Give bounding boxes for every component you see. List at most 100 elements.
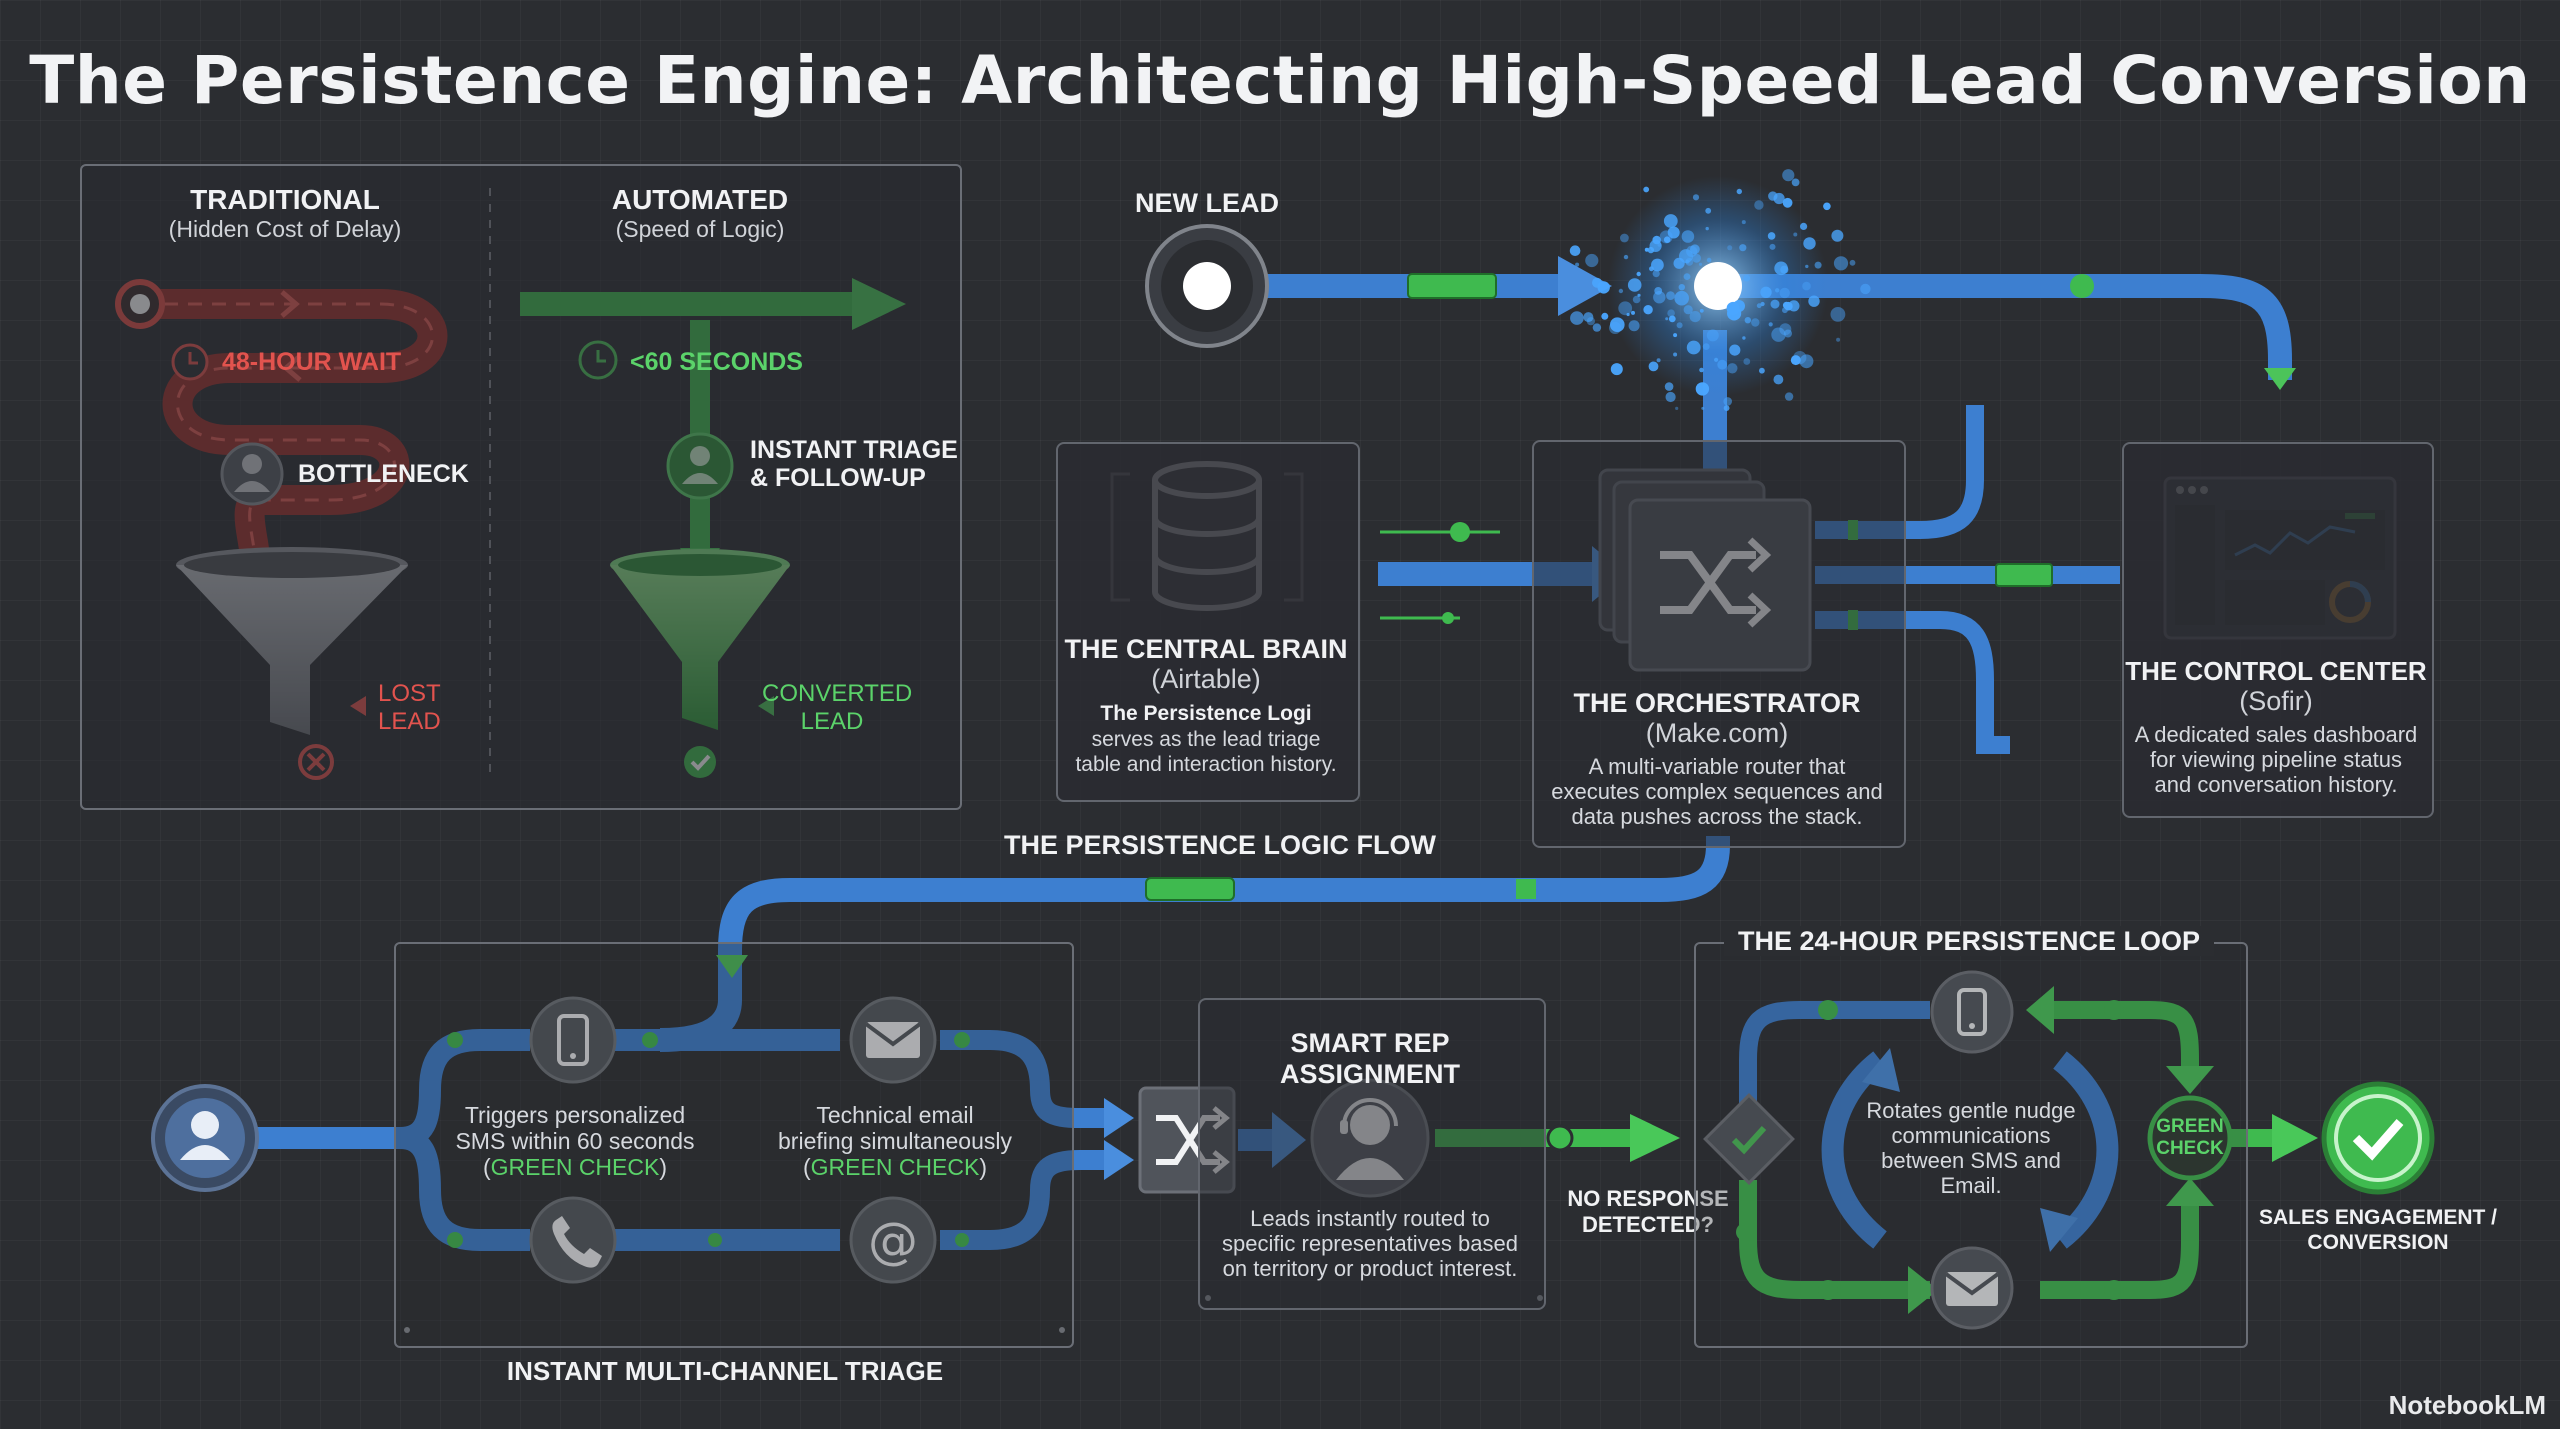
particle-dot	[1652, 235, 1661, 245]
loop-phone-icon	[1930, 970, 2014, 1054]
speed-label: <60 SECONDS	[630, 348, 803, 376]
particle-dot	[1626, 312, 1630, 317]
particle-dot	[1668, 315, 1676, 323]
central-brain-desc-line3: table and interaction history.	[1075, 753, 1337, 776]
smart-rep-heading: SMART REP ASSIGNMENT	[1279, 1028, 1460, 1089]
particle-dot	[1769, 243, 1776, 250]
persistence-loop-heading-text: THE 24-HOUR PERSISTENCE LOOP	[1723, 926, 2215, 956]
control-center-desc-line2: for viewing pipeline status	[2150, 747, 2402, 772]
particle-dot	[1729, 344, 1741, 356]
email-desc-line1: Technical email	[816, 1102, 974, 1128]
traditional-subheading: (Hidden Cost of Delay)	[168, 216, 402, 242]
particle-dot	[1833, 256, 1849, 271]
particle-dot	[1651, 258, 1664, 272]
particle-dot	[1741, 220, 1746, 225]
particle-dot	[1664, 382, 1674, 391]
call-phone-icon	[529, 1196, 617, 1284]
particle-dot	[1808, 295, 1820, 307]
particle-dot	[1663, 214, 1678, 228]
particle-dot	[1717, 359, 1728, 370]
particle-dot	[1698, 262, 1703, 266]
triage-label-line2: & FOLLOW-UP	[750, 464, 926, 492]
particle-dot	[1667, 226, 1680, 239]
central-brain-tool: (Airtable)	[1151, 664, 1261, 694]
particle-dot	[1679, 249, 1693, 264]
particle-dot	[1706, 257, 1712, 263]
loop-email-icon	[1930, 1246, 2014, 1330]
particle-dot	[1705, 226, 1709, 231]
no-response-line2: DETECTED?	[1582, 1212, 1714, 1237]
particle-dot	[1802, 281, 1811, 291]
particle-dot	[1667, 309, 1675, 318]
smart-rep-desc-line2: specific representatives based	[1222, 1231, 1518, 1256]
persistence-loop-heading: THE 24-HOUR PERSISTENCE LOOP	[1694, 926, 2244, 957]
particle-dot	[1793, 232, 1798, 237]
incoming-lead-avatar-icon	[151, 1084, 259, 1192]
particle-dot	[1665, 391, 1676, 403]
orchestrator-desc-line1: A multi-variable router that	[1588, 754, 1846, 779]
particle-dot	[1767, 232, 1776, 240]
particle-dot	[1683, 273, 1691, 280]
particle-dot	[1742, 336, 1746, 340]
particle-dot	[1830, 307, 1846, 322]
particle-dot	[1620, 233, 1629, 243]
loop-check-line1: GREEN	[2156, 1116, 2224, 1137]
particle-dot	[1773, 374, 1784, 385]
smart-rep-card	[1198, 998, 1546, 1310]
orchestrator-desc-line2: executes complex sequences and	[1551, 779, 1883, 804]
particle-dot	[1760, 301, 1765, 307]
lost-label-line2: LEAD	[378, 708, 441, 735]
particle-dot	[1705, 207, 1712, 214]
particle-dot	[1800, 222, 1808, 230]
automated-heading: AUTOMATED	[611, 184, 789, 215]
particle-dot	[1570, 311, 1584, 325]
particle-dot	[1791, 178, 1800, 187]
particle-dot	[1692, 194, 1700, 201]
central-brain-card	[1056, 442, 1360, 802]
lost-label-line1: LOST	[378, 680, 441, 707]
particle-dot	[1836, 337, 1841, 342]
particle-dot	[1636, 271, 1641, 277]
control-center-tool: (Sofir)	[2239, 686, 2313, 716]
new-lead-label: NEW LEAD	[1135, 188, 1279, 218]
particle-dot	[1706, 329, 1719, 342]
particle-dot	[1695, 382, 1710, 396]
particle-dot	[1648, 361, 1659, 372]
particle-dot	[1643, 305, 1653, 315]
particle-dot	[1860, 283, 1871, 295]
logic-flow-label: THE PERSISTENCE LOGIC FLOW	[1003, 830, 1436, 860]
final-label-line2: CONVERSION	[2307, 1231, 2449, 1254]
particle-dot	[1678, 284, 1686, 291]
particle-dot	[1659, 230, 1673, 244]
sms-desc-line2: SMS within 60 seconds	[455, 1128, 695, 1154]
particle-dot	[1583, 312, 1594, 323]
particle-dot	[1831, 229, 1844, 242]
particle-dot	[1727, 363, 1738, 374]
green-check-badge	[2147, 1095, 2233, 1181]
particle-dot	[1689, 311, 1701, 323]
particle-dot	[1784, 392, 1794, 401]
orchestrator-desc-line3: data pushes across the stack.	[1571, 804, 1863, 829]
triage-label: INSTANT MULTI-CHANNEL TRIAGE	[506, 1356, 944, 1386]
sms-open-paren: (	[482, 1154, 491, 1180]
particle-dot	[1674, 290, 1689, 306]
particle-dot	[1628, 320, 1640, 332]
at-sign-icon: @	[849, 1196, 937, 1284]
orchestrator-heading: THE ORCHESTRATOR	[1573, 688, 1861, 718]
particle-dot	[1686, 340, 1701, 355]
particle-dot	[1653, 291, 1666, 304]
particle-dot	[1681, 230, 1695, 243]
particle-dot	[1790, 355, 1801, 366]
central-brain-desc-line2: serves as the lead triage	[1091, 728, 1321, 751]
loop-desc-line4: Email.	[1940, 1173, 2002, 1198]
conversion-check-icon	[2321, 1081, 2435, 1195]
particle-dot	[1782, 169, 1795, 182]
smart-rep-desc-line3: on territory or product interest.	[1222, 1256, 1518, 1281]
particle-dot	[1756, 303, 1762, 309]
particle-dot	[1771, 327, 1786, 342]
particle-dot	[1644, 247, 1649, 252]
particle-dot	[1774, 261, 1788, 276]
page-title: The Persistence Engine: Architecting Hig…	[29, 42, 2531, 119]
particle-dot	[1759, 367, 1765, 374]
particle-dot	[1652, 270, 1660, 278]
